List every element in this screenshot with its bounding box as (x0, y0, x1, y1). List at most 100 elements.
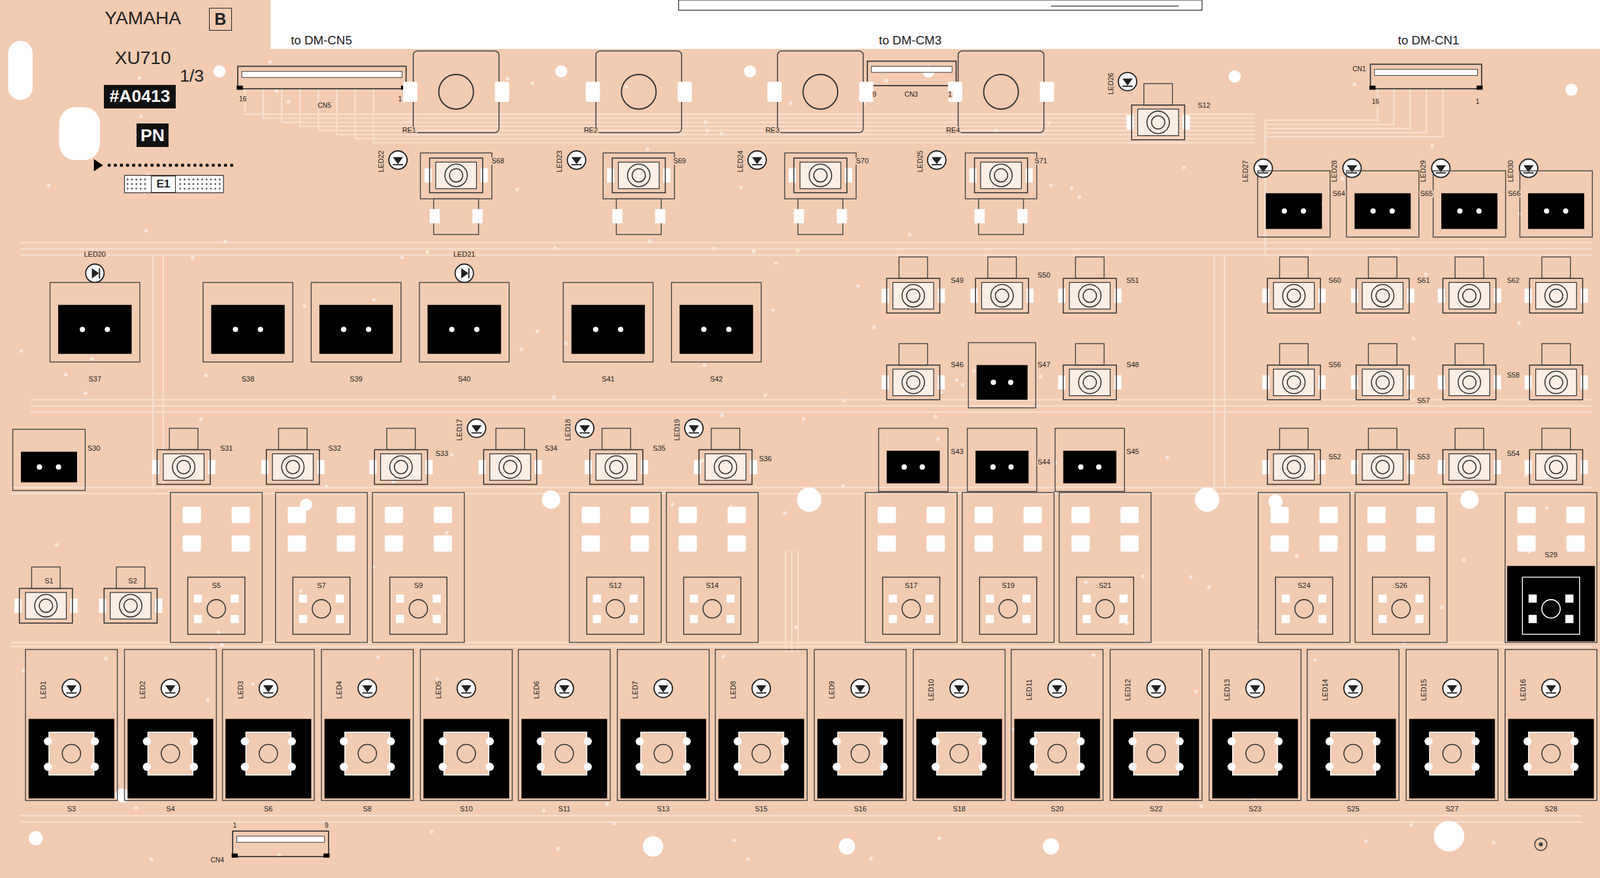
solder-pad (1128, 737, 1137, 746)
key-outline (1110, 649, 1203, 801)
via-dot (324, 484, 329, 489)
solder-pad (99, 598, 107, 613)
via-dot (1181, 165, 1186, 170)
switch-tab (601, 428, 631, 451)
led-bar (1347, 172, 1358, 174)
solder-pad (678, 535, 698, 553)
switch-pin (1281, 208, 1288, 214)
switch-outline (310, 282, 401, 362)
led-symbol (1342, 159, 1361, 178)
switch-outline (1356, 365, 1410, 400)
via-dot (1077, 195, 1082, 200)
solder-pad (1281, 614, 1290, 623)
switch-outline (1442, 449, 1496, 485)
switch-outline (50, 282, 140, 362)
key-ring (1442, 744, 1461, 764)
silkscreen-label: RE1 (401, 126, 417, 134)
led-triangle (471, 425, 483, 433)
tact-switch (1437, 256, 1502, 313)
dotted-line (211, 163, 215, 167)
solder-pad (888, 614, 897, 623)
switch-tab (116, 567, 146, 589)
switch-pad (163, 454, 204, 481)
switch-body (58, 305, 132, 355)
switch-outline (666, 492, 759, 643)
key-pad (48, 732, 95, 776)
solder-pad (1175, 763, 1184, 771)
key-ring (259, 744, 278, 764)
solder-pad (635, 737, 644, 746)
hatch-dot (131, 178, 134, 181)
silkscreen-label: S49 (949, 277, 964, 285)
via-dot (553, 246, 558, 251)
solder-pad (335, 614, 344, 623)
switch-ring (503, 460, 517, 474)
hatch-dot (131, 182, 134, 185)
via-dot (444, 531, 449, 536)
via-dot (216, 630, 221, 635)
hatch-dot (192, 178, 195, 181)
switch-pad (893, 369, 934, 396)
encoder-tab (433, 198, 479, 235)
switch-ring (408, 599, 428, 619)
solder-pad (629, 594, 638, 603)
switch-pin (1543, 208, 1550, 214)
key-ring (751, 744, 771, 764)
hatch-dot (139, 187, 142, 190)
large-switch (569, 492, 662, 643)
switch-pin (1077, 464, 1084, 470)
led-bar (1447, 692, 1458, 694)
pin-mark (231, 853, 238, 858)
switch-outline (19, 588, 73, 624)
solder-pad (879, 763, 888, 771)
switch-pad (980, 162, 1022, 189)
led-symbol (575, 419, 594, 438)
silkscreen-label: LED8 (729, 680, 737, 700)
via-dot (1545, 506, 1550, 511)
hatch-box (124, 175, 225, 193)
solder-pad (969, 168, 977, 183)
via-dot (1049, 183, 1054, 188)
led-outline (455, 263, 474, 283)
led-outline (1047, 679, 1067, 698)
switch-tab (987, 256, 1017, 279)
switch-pad (1273, 369, 1314, 396)
solder-pad (1076, 737, 1085, 746)
solder-pad (439, 737, 447, 746)
switch-pad (292, 577, 350, 635)
switch-pin (1476, 208, 1482, 214)
key-outline (420, 649, 513, 801)
solder-pad (1128, 763, 1137, 771)
key-ring (358, 744, 377, 764)
hatch-dot (183, 182, 186, 185)
via-dot (732, 838, 737, 843)
led-symbol (1254, 159, 1273, 178)
mounting-hole (797, 487, 822, 512)
silkscreen-label: S9 (413, 582, 424, 590)
hatch-dot (126, 178, 129, 181)
solder-pad (1022, 594, 1031, 603)
switch-ring (1375, 460, 1389, 474)
solder-pad (241, 763, 249, 771)
led-triangle (579, 425, 590, 433)
solder-pad (339, 763, 348, 771)
switch-ring (994, 168, 1008, 182)
switch-outline (1505, 492, 1598, 643)
key-outline (617, 649, 710, 801)
led-triangle (263, 685, 274, 693)
key-pad (738, 732, 784, 776)
via-dot (1409, 823, 1414, 828)
solder-pad (1119, 614, 1127, 623)
mounting-slot (59, 107, 100, 161)
silkscreen-label: S62 (1506, 277, 1521, 285)
solder-pad (1566, 535, 1585, 553)
silkscreen-label: S10 (459, 805, 474, 813)
via-dot (220, 642, 225, 647)
key-ring (457, 744, 476, 764)
silkscreen-label: LED27 (1241, 160, 1250, 183)
black-switch (968, 342, 1036, 408)
led-outline (161, 679, 180, 698)
switch-pad (800, 162, 841, 189)
switch-ring (499, 456, 522, 479)
black-switch (671, 282, 762, 362)
